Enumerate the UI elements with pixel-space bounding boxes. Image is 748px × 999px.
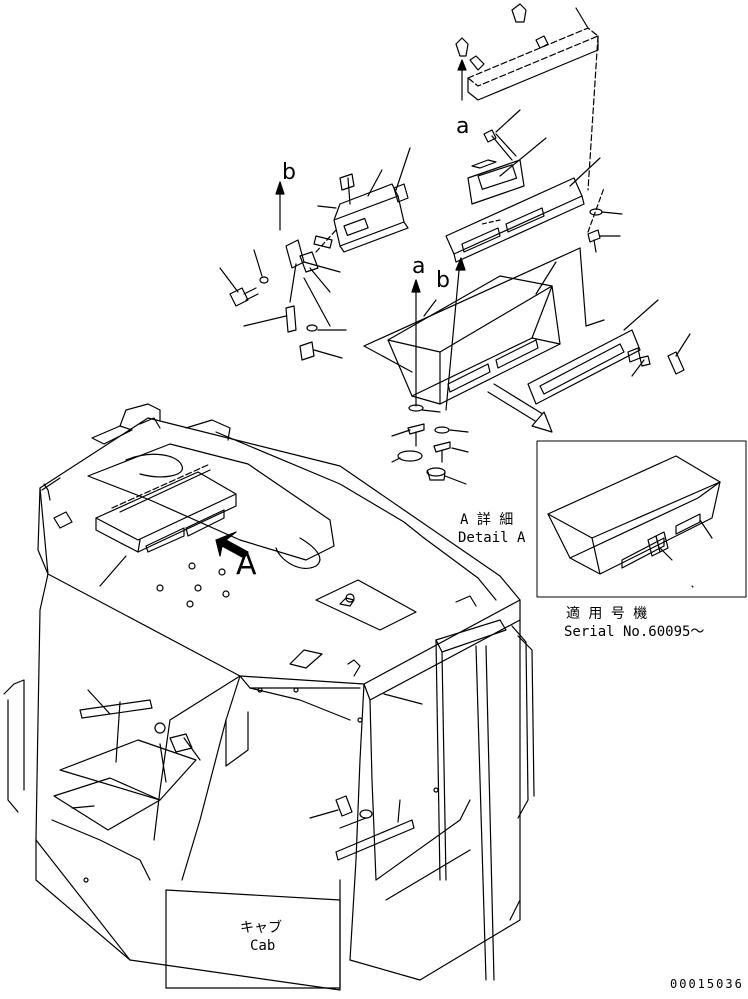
serial-label-en: Serial No.60095～: [564, 624, 705, 640]
detail-title-en: Detail A: [458, 530, 526, 546]
ref-label-a-mid: a: [412, 254, 426, 279]
radio-unit-center: [317, 147, 411, 253]
right-washer-bolt: [587, 187, 623, 253]
reference-arrows: [411, 257, 466, 411]
side-panel-plate: [527, 299, 691, 405]
detail-a-tray: [547, 455, 721, 588]
ref-label-a-top: a: [456, 114, 470, 139]
view-marker-a: A: [236, 547, 257, 582]
storage-tray-exploded: [363, 247, 605, 405]
faceplate-panel: [445, 157, 601, 263]
ref-label-b-mid: b: [436, 268, 450, 293]
cab-body: [3, 403, 535, 991]
cab-label-jp: キャブ: [240, 920, 282, 936]
detail-box-frame: [536, 440, 747, 598]
left-bracket-assembly: [275, 181, 341, 333]
bolt-upper: [483, 109, 521, 161]
lower-fasteners: [391, 404, 469, 485]
serial-label-jp: 適 用 号 機: [566, 606, 648, 622]
detail-title-jp: A 詳 細: [460, 512, 514, 528]
radio-unit-upper: [467, 137, 547, 205]
top-bracket-assembly: [455, 3, 599, 191]
cab-label-en: Cab: [250, 938, 276, 954]
ref-label-b-left: b: [282, 160, 296, 185]
drawing-number: 00015036: [670, 977, 744, 991]
left-bolt-washer: [219, 249, 347, 361]
detail-arrow: [487, 383, 553, 433]
